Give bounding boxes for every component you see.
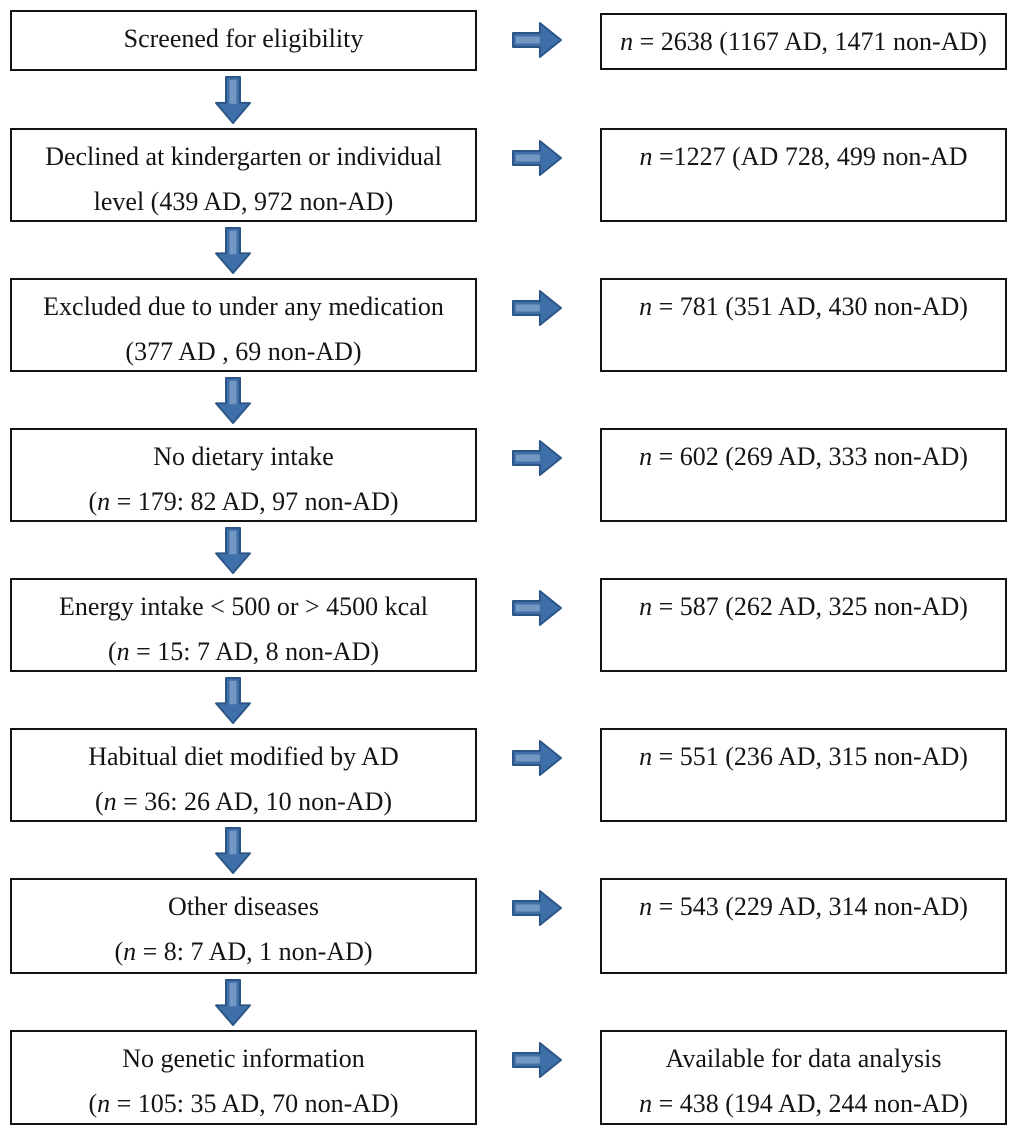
box-text-line: n =1227 (AD 728, 499 non-AD [639,142,968,171]
flow-box-left-7: Other diseases (n = 8: 7 AD, 1 non-AD) [10,878,477,974]
flow-box-left-5: Energy intake < 500 or > 4500 kcal (n = 1… [10,578,477,672]
box-text-line: Excluded due to under any medication [43,292,444,321]
right-arrow-icon [512,590,562,626]
box-text-line: (n = 179: 82 AD, 97 non-AD) [88,487,399,516]
box-text-line: Declined at kindergarten or individual [45,142,442,171]
flow-box-left-2: Declined at kindergarten or individual le… [10,128,477,222]
down-arrow-icon [215,979,251,1026]
down-arrow-icon [215,76,251,124]
down-arrow-icon [215,827,251,874]
flow-box-right-4: n = 602 (269 AD, 333 non-AD) [600,428,1007,522]
down-arrow-icon [215,677,251,724]
right-arrow-icon [512,1042,562,1078]
right-arrow-icon [512,22,562,58]
flow-box-right-3: n = 781 (351 AD, 430 non-AD) [600,278,1007,372]
box-text-line: (377 AD , 69 non-AD) [125,337,362,366]
flow-box-right-7: n = 543 (229 AD, 314 non-AD) [600,878,1007,974]
box-text-line: n = 438 (194 AD, 244 non-AD) [639,1089,968,1118]
flow-box-right-6: n = 551 (236 AD, 315 non-AD) [600,728,1007,822]
flow-box-left-6: Habitual diet modified by AD (n = 36: 26 … [10,728,477,822]
box-text-line: (n = 36: 26 AD, 10 non-AD) [94,787,393,816]
down-arrow-icon [215,377,251,424]
down-arrow-icon [215,527,251,574]
box-text-line: (n = 15: 7 AD, 8 non-AD) [107,637,380,666]
flow-box-right-8: Available for data analysis n = 438 (194 … [600,1030,1007,1125]
right-arrow-icon [512,440,562,476]
box-text-line: Other diseases [168,892,319,921]
flow-box-left-8: No genetic information (n = 105: 35 AD, 7… [10,1030,477,1125]
right-arrow-icon [512,890,562,926]
box-text-line: n = 587 (262 AD, 325 non-AD) [639,592,968,621]
box-text-line: Screened for eligibility [123,24,364,53]
box-text-line: No dietary intake [153,442,334,471]
flow-box-left-1: Screened for eligibility [10,10,477,71]
right-arrow-icon [512,740,562,776]
flow-box-right-5: n = 587 (262 AD, 325 non-AD) [600,578,1007,672]
box-text-line: Energy intake < 500 or > 4500 kcal [59,592,428,621]
box-text-line: n = 602 (269 AD, 333 non-AD) [639,442,968,471]
flow-box-right-1: n = 2638 (1167 AD, 1471 non-AD) [600,13,1007,70]
box-text-line: (n = 105: 35 AD, 70 non-AD) [88,1089,399,1118]
box-text-line: n = 551 (236 AD, 315 non-AD) [639,742,968,771]
right-arrow-icon [512,290,562,326]
box-text-line: No genetic information [122,1044,365,1073]
down-arrow-icon [215,227,251,274]
flow-box-left-4: No dietary intake (n = 179: 82 AD, 97 non… [10,428,477,522]
flow-box-right-2: n =1227 (AD 728, 499 non-AD [600,128,1007,222]
box-text-line: level (439 AD, 972 non-AD) [93,187,394,216]
box-text-line: n = 543 (229 AD, 314 non-AD) [639,892,968,921]
box-text-line: Available for data analysis [665,1044,942,1073]
box-text-line: n = 2638 (1167 AD, 1471 non-AD) [620,27,987,56]
box-text-line: (n = 8: 7 AD, 1 non-AD) [114,937,373,966]
box-text-line: Habitual diet modified by AD [88,742,399,771]
right-arrow-icon [512,140,562,176]
box-text-line: n = 781 (351 AD, 430 non-AD) [639,292,968,321]
flow-box-left-3: Excluded due to under any medication (377… [10,278,477,372]
